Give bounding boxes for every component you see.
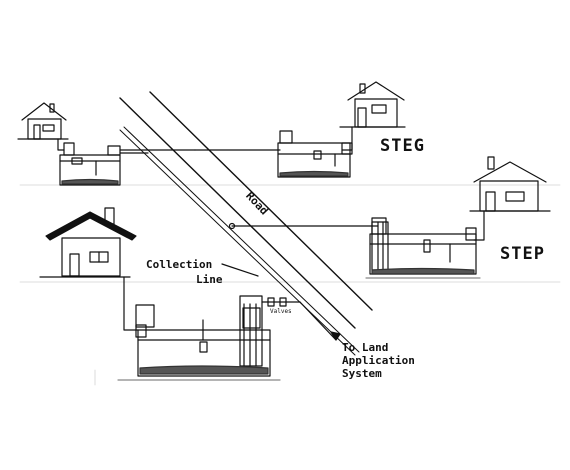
collection-line-label-1: Collection xyxy=(146,258,213,271)
house-step-left xyxy=(39,207,137,278)
step-tank-right xyxy=(228,210,485,279)
guide-lines xyxy=(19,184,561,386)
step-label: STEP xyxy=(500,244,545,264)
valves-label: Valves xyxy=(270,308,292,315)
steg-tank-right xyxy=(194,126,353,178)
house-steg-right xyxy=(339,81,406,128)
collection-line-leader xyxy=(221,263,259,277)
house-step-right xyxy=(469,156,551,212)
to-land-label-3: System xyxy=(342,367,382,380)
road xyxy=(119,91,373,329)
to-land-label-1: To Land xyxy=(342,341,389,354)
arrow-to-land xyxy=(299,301,341,341)
collection-line-label-2: Line xyxy=(196,273,223,286)
steg-tank-left xyxy=(57,138,196,186)
house-steg-left xyxy=(17,102,69,140)
collection-line xyxy=(119,126,360,356)
steg-label: STEG xyxy=(380,136,425,156)
to-land-label-2: Application xyxy=(342,354,415,367)
step-tank-lower xyxy=(117,276,301,381)
